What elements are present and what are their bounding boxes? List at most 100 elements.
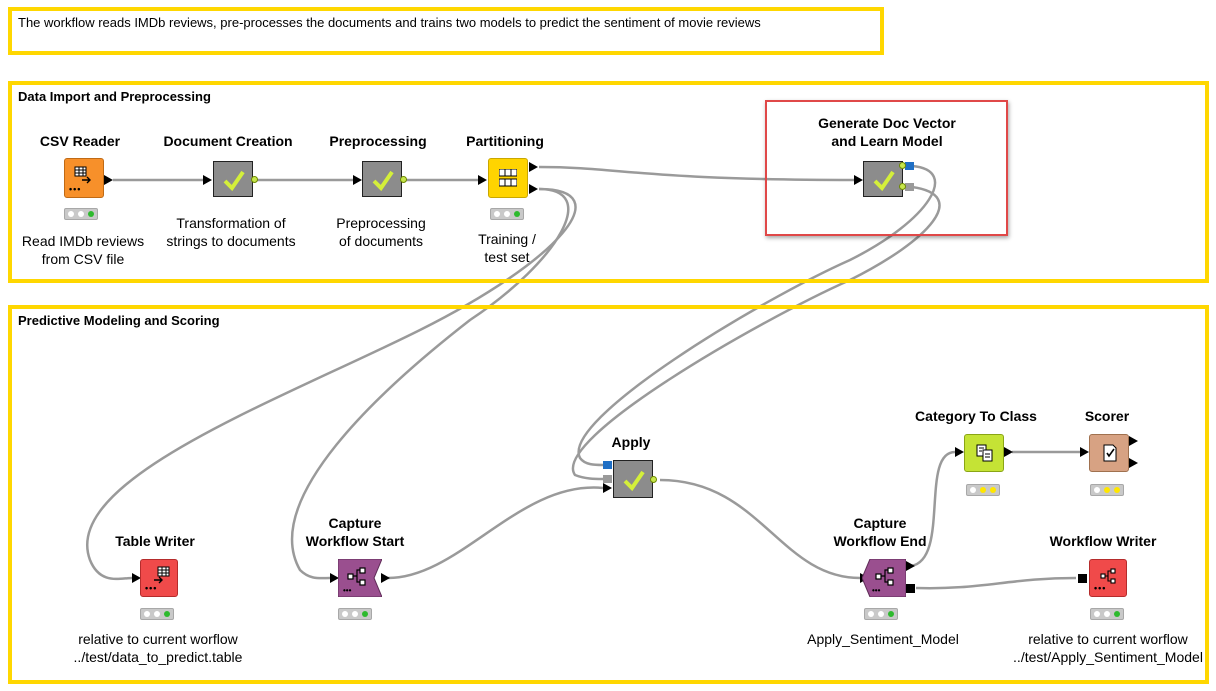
node-apply[interactable] (613, 460, 653, 498)
status-light (64, 208, 98, 220)
title-line: Workflow End (833, 533, 927, 549)
title-line: Workflow Start (305, 533, 405, 549)
section-predictive-modeling: Predictive Modeling and Scoring (8, 305, 1209, 684)
check-icon (223, 170, 245, 192)
out-port[interactable] (400, 176, 407, 183)
out-port-table[interactable] (906, 561, 915, 571)
node-category-to-class[interactable] (964, 434, 1004, 472)
out-port[interactable] (899, 183, 906, 190)
node-title-partitioning: Partitioning (466, 133, 544, 149)
label-line: relative to current worflow (78, 631, 238, 647)
section-title: Data Import and Preprocessing (18, 89, 211, 104)
out-port[interactable] (1004, 447, 1013, 457)
node-partitioning[interactable] (488, 158, 528, 198)
label-line: ../test/Apply_Sentiment_Model (1013, 649, 1203, 665)
node-title-apply: Apply (611, 434, 651, 450)
node-document-creation[interactable] (213, 161, 253, 197)
label-line: strings to documents (166, 233, 296, 249)
out-port[interactable] (381, 573, 390, 583)
node-preprocessing[interactable] (362, 161, 402, 197)
label-line: of documents (338, 233, 424, 249)
table-write-icon (154, 566, 170, 584)
node-title-category-to-class: Category To Class (915, 408, 1037, 424)
node-capture-end[interactable]: ••• (862, 559, 906, 597)
check-icon (873, 170, 895, 192)
connection-captureend-to-workflowwriter (915, 576, 1077, 590)
out-port-workflow[interactable] (906, 584, 915, 593)
node-label-partitioning: Training / test set (407, 230, 607, 266)
label-line: Preprocessing (336, 215, 426, 231)
label-line: Transformation of (176, 215, 286, 231)
section-data-import: Data Import and Preprocessing (8, 81, 1209, 283)
status-light (864, 608, 898, 620)
out-port-table[interactable] (905, 183, 914, 191)
workflow-icon (875, 567, 894, 586)
out-port[interactable] (104, 175, 113, 185)
status-light (1090, 608, 1124, 620)
out-port-top[interactable] (529, 162, 538, 172)
node-scorer[interactable] (1089, 434, 1129, 472)
node-title-table-writer: Table Writer (115, 533, 195, 549)
node-label-preprocessing: Preprocessing of documents (281, 214, 481, 250)
connection-partitioning-to-generate (538, 165, 855, 182)
node-title-generate-doc-vector: Generate Doc Vector and Learn Model (787, 114, 987, 150)
node-table-writer[interactable]: ••• (140, 559, 178, 597)
svg-text:•••: ••• (872, 586, 881, 595)
status-light (338, 608, 372, 620)
title-line: Capture (328, 515, 382, 531)
node-title-workflow-writer: Workflow Writer (1049, 533, 1157, 549)
label-line: Read IMDb reviews (21, 233, 145, 249)
node-label-capture-end: Apply_Sentiment_Model (807, 631, 959, 647)
label-line: from CSV file (41, 251, 125, 267)
out-port[interactable] (650, 476, 657, 483)
in-port-workflow[interactable] (1078, 574, 1087, 583)
title-line: and Learn Model (831, 133, 943, 149)
node-capture-start[interactable]: ••• (338, 559, 382, 597)
node-dots: ••• (69, 184, 82, 194)
connection-generate-blue-to-apply (577, 164, 937, 467)
partition-icon (499, 169, 517, 187)
check-icon (623, 470, 645, 492)
title-line: Capture (853, 515, 907, 531)
svg-text:•••: ••• (343, 586, 352, 595)
description-text: The workflow reads IMDb reviews, pre-pro… (18, 15, 761, 30)
node-label-csv-reader: Read IMDb reviews from CSV file (0, 232, 183, 268)
in-port-table[interactable] (603, 475, 612, 483)
in-port-model[interactable] (603, 461, 612, 469)
check-icon (372, 170, 394, 192)
workflow-icon (347, 567, 366, 586)
node-generate-doc-vector[interactable] (863, 161, 903, 197)
node-title-preprocessing: Preprocessing (329, 133, 427, 149)
status-light (140, 608, 174, 620)
node-csv-reader[interactable]: ••• (64, 158, 104, 198)
out-port-model[interactable] (905, 162, 914, 170)
node-title-csv-reader: CSV Reader (39, 133, 121, 149)
label-line: Training / (478, 231, 536, 247)
selection-box (765, 100, 1008, 236)
out-port-top[interactable] (1129, 436, 1138, 446)
out-port[interactable] (899, 162, 906, 169)
section-title: Predictive Modeling and Scoring (18, 313, 220, 328)
node-title-capture-end: Capture Workflow End (790, 514, 970, 550)
connection-partitioning-to-tablewriter (86, 187, 577, 581)
out-port-bottom[interactable] (1129, 458, 1138, 468)
connection-capturestart-to-apply (387, 486, 604, 580)
status-light (1090, 484, 1124, 496)
node-title-scorer: Scorer (1084, 408, 1130, 424)
scorer-icon (1103, 444, 1117, 462)
node-title-capture-start: Capture Workflow Start (265, 514, 445, 550)
category-icon (976, 444, 993, 462)
workflow-icon (1100, 568, 1116, 584)
node-label-table-writer: relative to current worflow ../test/data… (58, 630, 258, 666)
status-light (966, 484, 1000, 496)
label-line: ../test/data_to_predict.table (73, 649, 243, 665)
node-label-document-creation: Transformation of strings to documents (131, 214, 331, 250)
out-port[interactable] (251, 176, 258, 183)
label-line: relative to current worflow (1028, 631, 1188, 647)
node-label-workflow-writer: relative to current worflow ../test/Appl… (1008, 630, 1208, 666)
node-workflow-writer[interactable]: ••• (1089, 559, 1127, 597)
table-arrow-icon (74, 166, 91, 184)
out-port-bottom[interactable] (529, 184, 538, 194)
connection-apply-to-captureend (659, 478, 861, 580)
